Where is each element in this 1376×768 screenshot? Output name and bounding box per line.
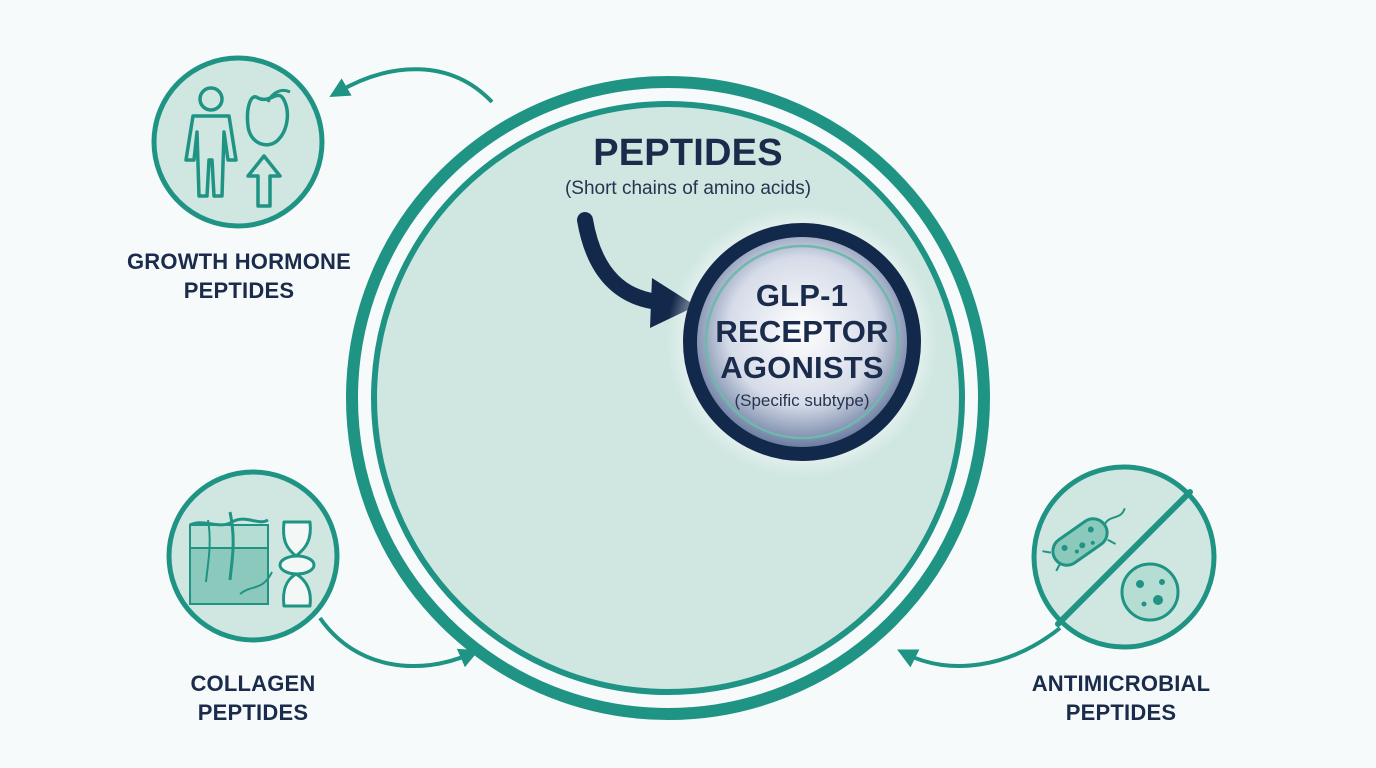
glp1-subtitle: (Specific subtype) (734, 391, 870, 410)
arrow-from-collagen (318, 616, 480, 669)
peptides-subtitle: (Short chains of amino acids) (564, 178, 812, 199)
label-line: PEPTIDES (183, 278, 295, 303)
collagen-label: COLLAGEN PEPTIDES (130, 669, 376, 727)
glp1-title-line: GLP-1 (755, 278, 849, 313)
glp1-outer-ring (683, 223, 921, 461)
glp1-title: GLP-1 RECEPTOR AGONISTS (690, 278, 914, 386)
label-line: ANTIMICROBIAL (1031, 671, 1211, 696)
peptides-title: PEPTIDES (593, 132, 783, 174)
glp1-inner-ring (704, 244, 900, 440)
label-line: PEPTIDES (197, 700, 309, 725)
label-line: COLLAGEN (190, 671, 316, 696)
label-line: GROWTH HORMONE (126, 249, 351, 274)
label-line: PEPTIDES (1065, 700, 1177, 725)
arrow-to-growth-hormone (329, 67, 494, 104)
skin-joint-icon (166, 469, 340, 643)
person-gland-arrow-up-icon (151, 55, 325, 229)
peptides-outer-ring (346, 76, 990, 720)
growth-hormone-label: GROWTH HORMONE PEPTIDES (96, 247, 382, 305)
glp1-title-line: AGONISTS (720, 350, 884, 385)
bacteria-prohibited-icon (1031, 464, 1217, 650)
arrow-from-antimicrobial (897, 626, 1062, 668)
glp1-title-line: RECEPTOR (715, 314, 889, 349)
antimicrobial-label: ANTIMICROBIAL PEPTIDES (996, 669, 1246, 727)
